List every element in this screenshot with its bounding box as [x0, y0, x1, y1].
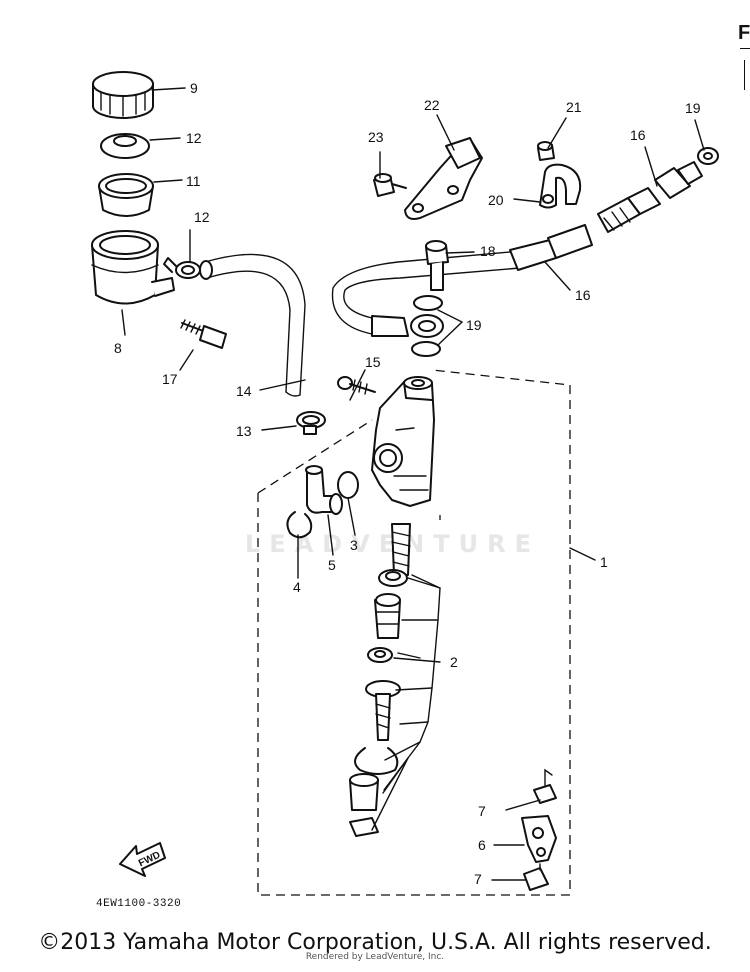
nut-7-upper: [533, 784, 557, 804]
callout-22: 22: [424, 97, 440, 113]
assembly-outline: [257, 369, 571, 896]
callout-12-lower: 13: [236, 423, 252, 439]
nut-7-lower: [523, 867, 549, 891]
kit-leaders: [371, 577, 441, 831]
callout-19-mid: 19: [466, 317, 482, 333]
circlip-4: [286, 511, 313, 539]
bracket-22: [404, 137, 483, 220]
callout-16: 16: [575, 287, 591, 303]
hose-13: [199, 253, 306, 397]
fwd-arrow-icon: FWD: [119, 842, 166, 877]
circlip-kit: [354, 747, 399, 775]
part-code: 4EW1100-3320: [96, 898, 181, 910]
callout-14: 15: [365, 354, 381, 370]
bolt-15: [180, 319, 227, 349]
callout-20: 20: [488, 192, 504, 208]
diaphragm: [98, 173, 154, 217]
o-ring-3: [337, 471, 359, 499]
copyright-text: ©2013 Yamaha Motor Corporation, U.S.A. A…: [38, 930, 712, 955]
callout-1: 1: [600, 554, 608, 570]
leader-lines: [121, 87, 705, 881]
corner-mark: F: [738, 22, 750, 44]
callout-4: 4: [293, 579, 301, 595]
hose-clamp-20: [539, 163, 582, 209]
master-cylinder-body: [371, 376, 435, 507]
diaphragm-plate: [100, 133, 150, 159]
callout-8: 8: [114, 340, 122, 356]
callout-10: 11: [186, 173, 201, 189]
reservoir-cap: [92, 71, 154, 119]
callout-17: 16: [630, 127, 646, 143]
bolt-23: [373, 173, 407, 197]
push-rod: [365, 680, 401, 741]
rendered-by-text: Rendered by LeadVenture, Inc.: [305, 952, 445, 962]
callout-15: 17: [162, 371, 178, 387]
hose-clamp-lower: [296, 411, 326, 435]
callout-3: 3: [350, 537, 358, 553]
screw-21: [537, 141, 555, 161]
callout-13: 14: [236, 383, 252, 399]
dust-boot: [349, 773, 379, 811]
callout-23: 23: [368, 129, 384, 145]
reservoir-body: [91, 230, 175, 305]
callout-5: 5: [328, 557, 336, 573]
callout-2: 2: [450, 654, 458, 670]
washer-19-right: [697, 147, 719, 165]
clevis: [521, 815, 557, 863]
callout-7-upper: 7: [478, 803, 486, 819]
corner-tick: [744, 60, 750, 90]
callout-12-upper: 12: [194, 209, 210, 225]
corner-rule: [740, 48, 750, 49]
nut-kit: [349, 817, 379, 837]
hose-end-fitting: [597, 161, 703, 233]
secondary-seal: [367, 647, 393, 663]
washer-upper: [413, 295, 443, 311]
callout-18: 18: [480, 243, 496, 259]
piston: [374, 593, 401, 639]
callout-11: 12: [186, 130, 202, 146]
elbow-fitting: [305, 465, 343, 515]
cup-seal: [378, 569, 408, 587]
washer-lower: [411, 341, 441, 357]
callout-21: 21: [566, 99, 582, 115]
brake-hose: [331, 224, 593, 338]
callout-6: 6: [478, 837, 486, 853]
hose-clamp-upper: [163, 257, 201, 279]
callout-9: 9: [190, 80, 198, 96]
kit-bracket: [383, 574, 441, 791]
callout-19-right: 19: [685, 100, 701, 116]
bolt-14: [337, 376, 376, 395]
spring: [391, 523, 411, 576]
union-bolt: [425, 240, 449, 291]
callout-7-lower: 7: [474, 871, 482, 887]
